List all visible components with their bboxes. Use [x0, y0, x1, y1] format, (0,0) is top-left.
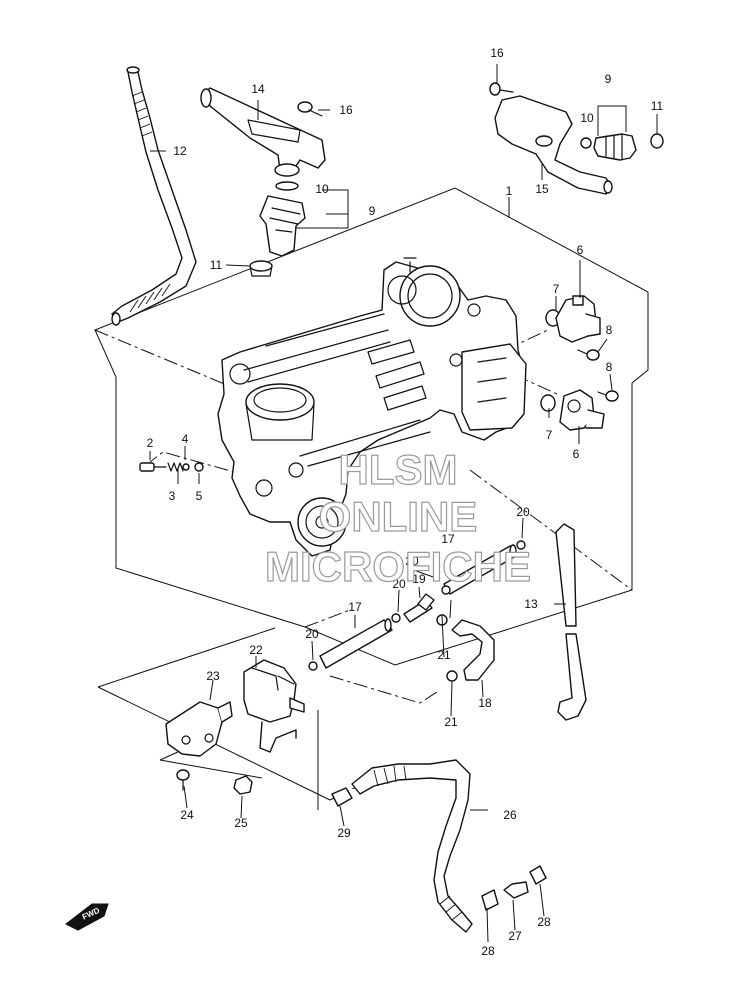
hose-clamp-part — [441, 585, 451, 595]
hose-clamp-part — [331, 787, 353, 807]
callout-11: 11 — [210, 258, 223, 272]
callout-27: 27 — [508, 929, 522, 943]
callout-28: 28 — [481, 944, 495, 958]
callout-21: 21 — [444, 715, 458, 729]
callout-21: 21 — [437, 648, 451, 662]
callout-11: 11 — [651, 99, 664, 113]
callout-17: 17 — [348, 600, 362, 614]
watermark-line-1: HLSM — [339, 446, 458, 493]
callout-20: 20 — [392, 577, 406, 591]
callout-6: 6 — [577, 243, 584, 257]
screw-part — [297, 101, 323, 117]
callout-16: 16 — [339, 103, 353, 117]
guide-line — [149, 451, 253, 478]
callout-6: 6 — [573, 447, 580, 461]
screw-part — [597, 390, 619, 402]
watermark-line-3: MICROFICHE — [265, 543, 531, 590]
callout-9: 9 — [605, 72, 612, 86]
throttle-body-part — [217, 257, 527, 557]
hose-clamp-part — [516, 540, 526, 550]
callout-1: 1 — [506, 184, 513, 198]
guide-line — [304, 609, 351, 628]
callout-10: 10 — [315, 182, 329, 196]
callout-3: 3 — [169, 489, 176, 503]
sensor-part — [555, 295, 601, 343]
guide-line — [329, 675, 441, 704]
screw-part — [577, 349, 600, 361]
hose-part — [319, 618, 393, 669]
hose-clamp-part — [446, 670, 458, 682]
callout-26: 26 — [503, 808, 517, 822]
callout-8: 8 — [606, 323, 613, 337]
guide-line — [469, 469, 633, 591]
callout-15: 15 — [535, 182, 549, 196]
callout-17: 17 — [441, 532, 455, 546]
leader-line — [149, 64, 658, 943]
callout-7: 7 — [553, 282, 560, 296]
callout-20: 20 — [305, 627, 319, 641]
callout-20: 20 — [516, 505, 530, 519]
callout-13: 13 — [524, 597, 538, 611]
callout-4: 4 — [182, 432, 189, 446]
t-joint-part — [403, 593, 435, 623]
washer-part — [182, 463, 190, 471]
hose-clamp-part — [481, 889, 499, 911]
callout-5: 5 — [196, 489, 203, 503]
o-ring-part — [194, 462, 204, 472]
callout-23: 23 — [206, 669, 220, 683]
o-ring-part — [275, 181, 299, 191]
fuel-delivery-pipe-part — [200, 87, 326, 177]
hose-joint-part — [503, 881, 529, 899]
o-ring-part — [580, 137, 592, 149]
hose-clamp-part — [308, 661, 318, 671]
adjust-screw-part — [139, 462, 167, 472]
callout-28: 28 — [537, 915, 551, 929]
hose-part — [351, 759, 473, 933]
hose-clamp-part — [391, 613, 401, 623]
injector-cap-part — [249, 260, 273, 277]
callout-19: 19 — [412, 572, 426, 586]
bolt-part — [176, 769, 190, 791]
fuel-injector-part — [259, 195, 306, 257]
sensor-part — [559, 389, 605, 431]
callout-10: 10 — [580, 111, 594, 125]
hose-clamp-part — [529, 865, 547, 885]
callout-14: 14 — [251, 82, 265, 96]
hose-part — [555, 523, 587, 721]
o-ring-part — [540, 394, 556, 412]
mounting-bracket-part — [165, 701, 233, 757]
forward-arrow-icon: FWD — [65, 903, 109, 931]
callout-9: 9 — [369, 204, 376, 218]
guide-line — [94, 329, 247, 394]
fuel-injector-part — [593, 133, 637, 161]
callout-25: 25 — [234, 816, 248, 830]
nut-part — [233, 775, 253, 795]
injector-cap-part — [650, 133, 664, 149]
callout-2: 2 — [147, 436, 154, 450]
callout-12: 12 — [173, 144, 187, 158]
hose-part — [451, 619, 495, 681]
callout-7: 7 — [546, 428, 553, 442]
solenoid-valve-part — [243, 659, 305, 753]
callout-24: 24 — [180, 808, 194, 822]
callout-18: 18 — [478, 696, 492, 710]
callout-22: 22 — [249, 643, 263, 657]
spring-part — [167, 462, 184, 472]
watermark-line-2: ONLINE — [319, 493, 478, 540]
screw-part — [489, 82, 514, 96]
callout-16: 16 — [490, 46, 504, 60]
vent-hose-part — [111, 66, 197, 326]
callout-29: 29 — [337, 826, 351, 840]
callout-20: 20 — [405, 554, 419, 568]
callout-8: 8 — [606, 360, 613, 374]
injector-bracket-part — [494, 95, 613, 195]
